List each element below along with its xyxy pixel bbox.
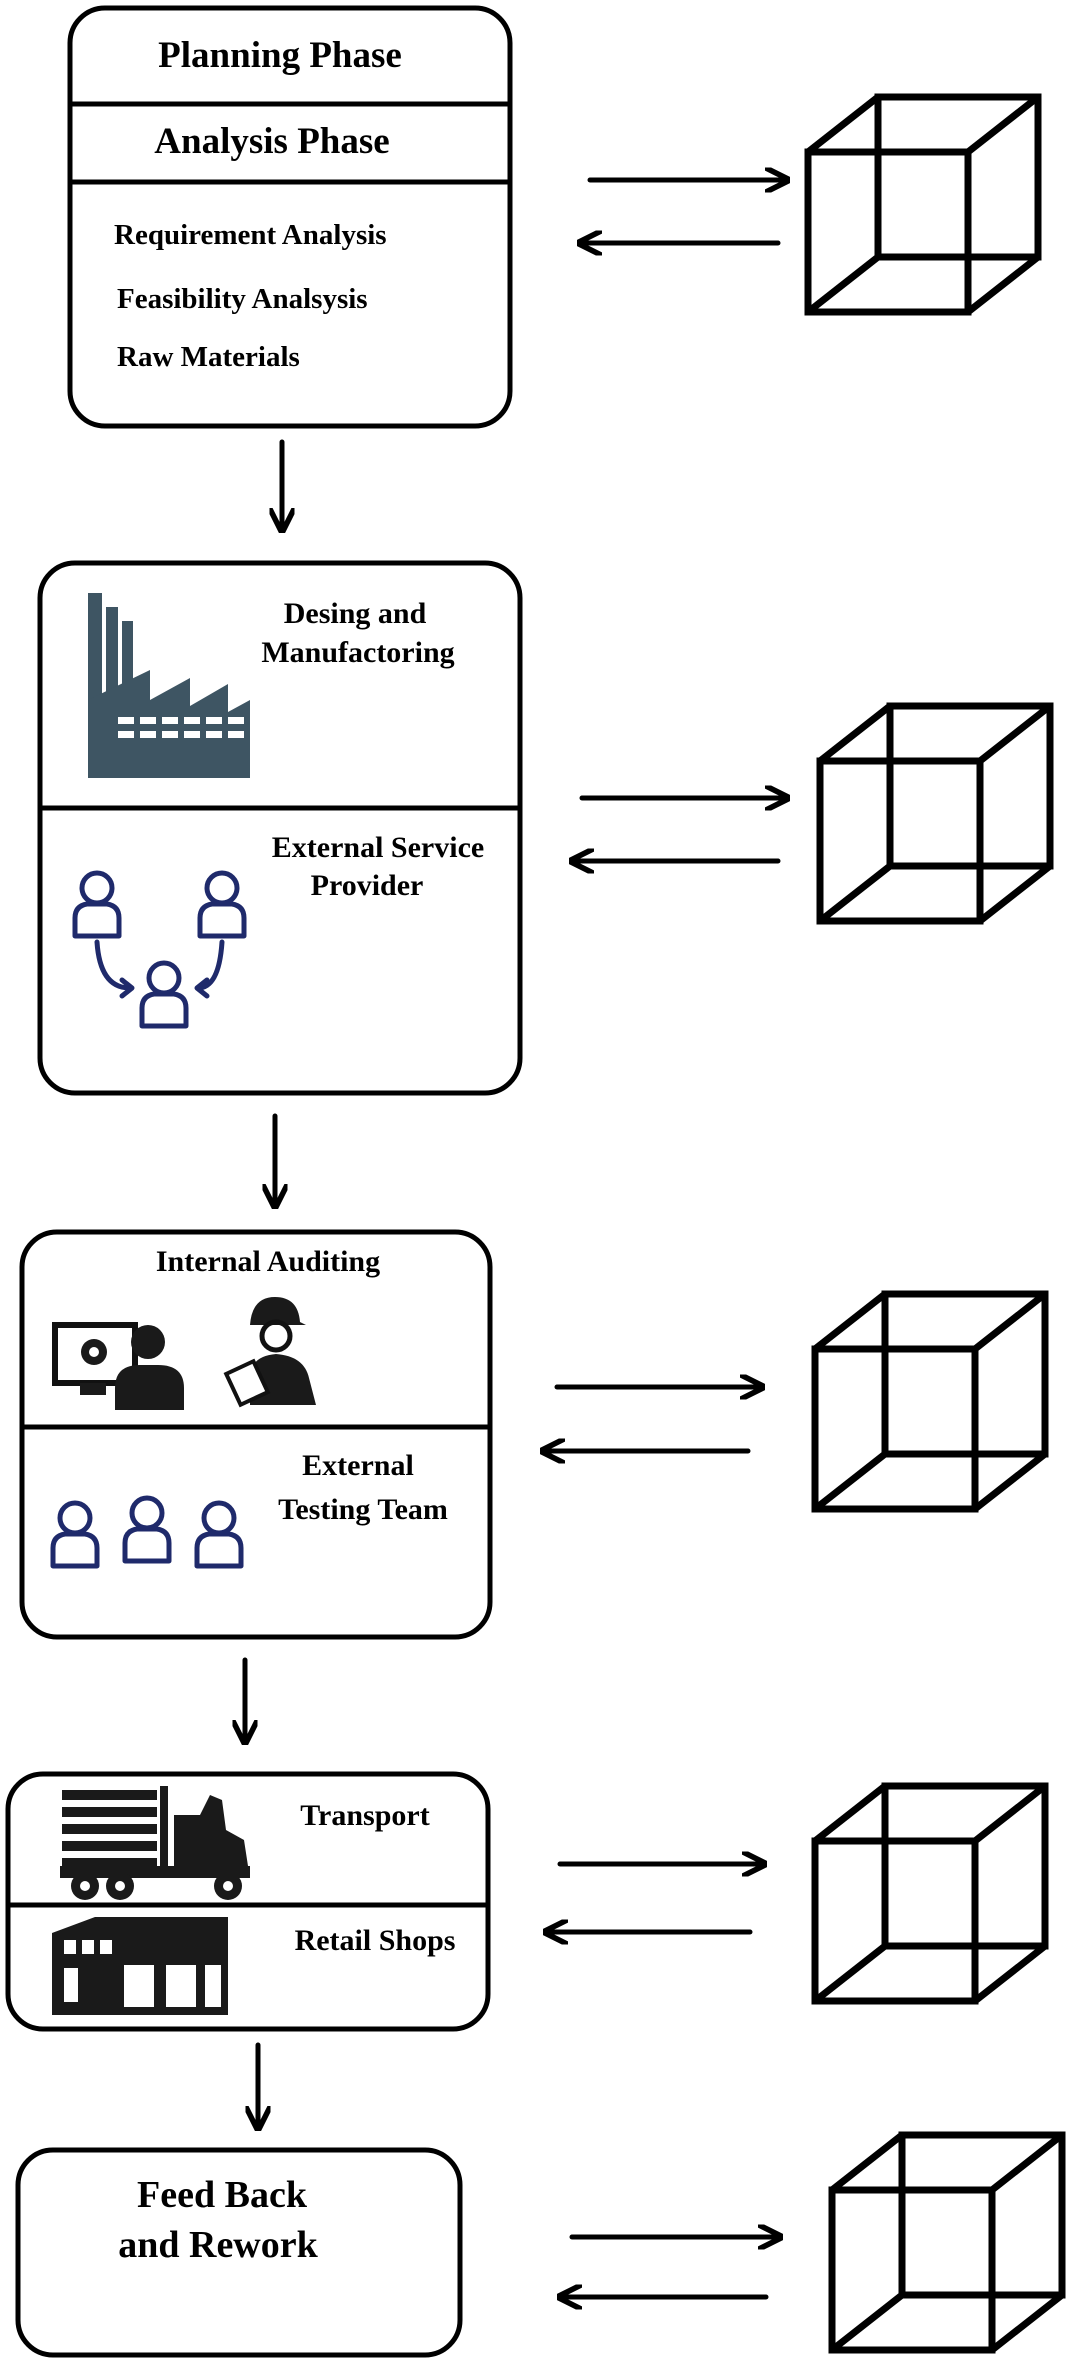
- stage-1-box: Planning Phase Analysis Phase Requiremen…: [67, 5, 513, 429]
- inspector-icon: [223, 1297, 316, 1408]
- cube-icon: [808, 97, 1038, 312]
- cube-icon: [815, 1786, 1045, 2001]
- cube-icon: [815, 1294, 1045, 1509]
- stage-3-box: Internal Auditing External Testing Team: [19, 1229, 493, 1640]
- cube-icon: [832, 2135, 1062, 2350]
- planning-phase-title: Planning Phase: [158, 35, 402, 76]
- feedback-label-line-2: and Rework: [118, 2224, 318, 2266]
- stage-3-exchange-arrows: [545, 1387, 760, 1451]
- stage-4-exchange-arrows: [548, 1864, 762, 1932]
- external-service-label-line-2: Provider: [311, 869, 424, 902]
- stage-1-exchange-arrows: [582, 180, 785, 243]
- truck-icon: [60, 1786, 250, 1900]
- external-service-label-line-1: External Service: [272, 831, 484, 864]
- internal-auditing-label: Internal Auditing: [156, 1245, 380, 1278]
- factory-icon: [88, 593, 250, 778]
- analysis-phase-title: Analysis Phase: [154, 121, 389, 162]
- design-label-line-1: Desing and: [284, 597, 427, 630]
- requirement-analysis-label: Requirement Analysis: [114, 219, 387, 251]
- feasibility-analysis-label: Feasibility Analsysis: [117, 283, 368, 315]
- external-testing-label-line-2: Testing Team: [278, 1493, 448, 1526]
- building-icon: [52, 1917, 228, 2015]
- stage-5-box: Feed Back and Rework: [15, 2147, 463, 2358]
- feedback-label-line-1: Feed Back: [137, 2174, 308, 2216]
- stage-5-exchange-arrows: [562, 2237, 778, 2297]
- computer-user-icon: [52, 1322, 184, 1410]
- retail-shops-label: Retail Shops: [295, 1924, 456, 1957]
- external-testing-label-line-1: External: [302, 1449, 414, 1482]
- raw-materials-label: Raw Materials: [117, 341, 300, 373]
- transport-label: Transport: [300, 1799, 429, 1832]
- cube-icon: [820, 706, 1050, 921]
- stage-2-exchange-arrows: [574, 798, 785, 861]
- design-label-line-2: Manufactoring: [261, 636, 454, 669]
- people-cycle-icon: [75, 873, 244, 1026]
